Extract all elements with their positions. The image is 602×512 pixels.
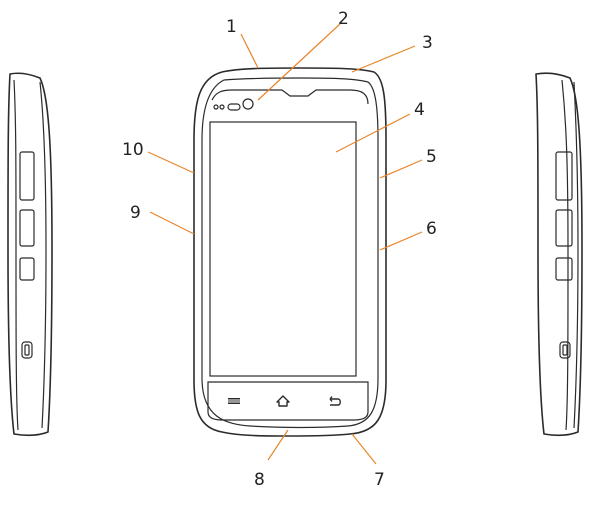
leader-line-10 [147, 151, 195, 174]
left-button-lower [19, 257, 35, 281]
callout-2: 2 [338, 9, 349, 29]
leader-line-3 [351, 45, 416, 73]
sensor-icon [213, 104, 219, 110]
leader-lines [147, 23, 423, 465]
right-port [559, 341, 571, 359]
earpiece-icon [227, 103, 241, 111]
left-side-view [7, 72, 53, 437]
left-button-upper [19, 151, 35, 201]
callout-10: 10 [122, 140, 144, 160]
back-key-icon [329, 396, 341, 406]
callout-numbers: 1 2 3 4 5 6 7 8 9 10 [122, 9, 437, 490]
right-button-lower [555, 257, 573, 281]
menu-key-icon [228, 398, 240, 404]
front-view [193, 67, 387, 437]
leader-line-1 [240, 33, 259, 69]
callout-6: 6 [426, 219, 437, 239]
leader-line-5 [379, 159, 423, 179]
leader-line-2 [257, 23, 341, 101]
callout-5: 5 [426, 147, 437, 167]
leader-line-8 [267, 429, 289, 461]
right-button-upper [555, 151, 573, 201]
leader-line-7 [351, 433, 377, 465]
camera-icon [242, 98, 254, 110]
callout-1: 1 [226, 17, 237, 37]
right-button-middle [555, 209, 573, 247]
leader-line-9 [149, 211, 195, 235]
left-port [21, 341, 33, 359]
right-side-view [535, 72, 583, 437]
callout-9: 9 [130, 203, 141, 223]
callout-4: 4 [414, 100, 425, 120]
display-screen [209, 121, 357, 377]
leader-line-6 [379, 231, 423, 251]
home-key-icon [276, 395, 290, 407]
leader-line-4 [335, 113, 411, 153]
callout-7: 7 [374, 470, 385, 490]
callout-3: 3 [422, 33, 433, 53]
callout-8: 8 [254, 470, 265, 490]
left-button-middle [19, 209, 35, 247]
